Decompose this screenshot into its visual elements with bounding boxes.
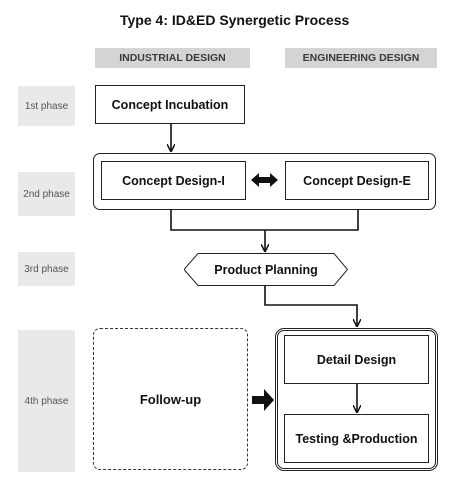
column-header-industrial-design: INDUSTRIAL DESIGN xyxy=(95,48,250,68)
node-concept-design-i: Concept Design-I xyxy=(101,161,246,200)
phase-label-3: 3rd phase xyxy=(18,252,75,286)
node-testing-production: Testing &Production xyxy=(284,414,429,463)
arrow-follow-up-to-group xyxy=(252,389,274,411)
node-follow-up: Follow-up xyxy=(93,328,248,470)
diagram-title: Type 4: ID&ED Synergetic Process xyxy=(120,12,350,28)
column-header-engineering-design: ENGINEERING DESIGN xyxy=(285,48,437,68)
node-product-planning-shape xyxy=(184,253,348,286)
connector-concept-design-merge xyxy=(170,210,359,231)
phase-label-1: 1st phase xyxy=(18,86,75,126)
double-arrow-concept-designs xyxy=(251,173,278,187)
node-detail-design: Detail Design xyxy=(284,335,429,384)
node-concept-design-e: Concept Design-E xyxy=(285,161,429,200)
node-concept-incubation: Concept Incubation xyxy=(95,85,245,124)
arrow-planning-to-detail-design xyxy=(264,286,357,326)
node-product-planning: Product Planning xyxy=(214,262,318,277)
phase-label-2: 2nd phase xyxy=(18,172,75,216)
phase-label-4: 4th phase xyxy=(18,330,75,472)
